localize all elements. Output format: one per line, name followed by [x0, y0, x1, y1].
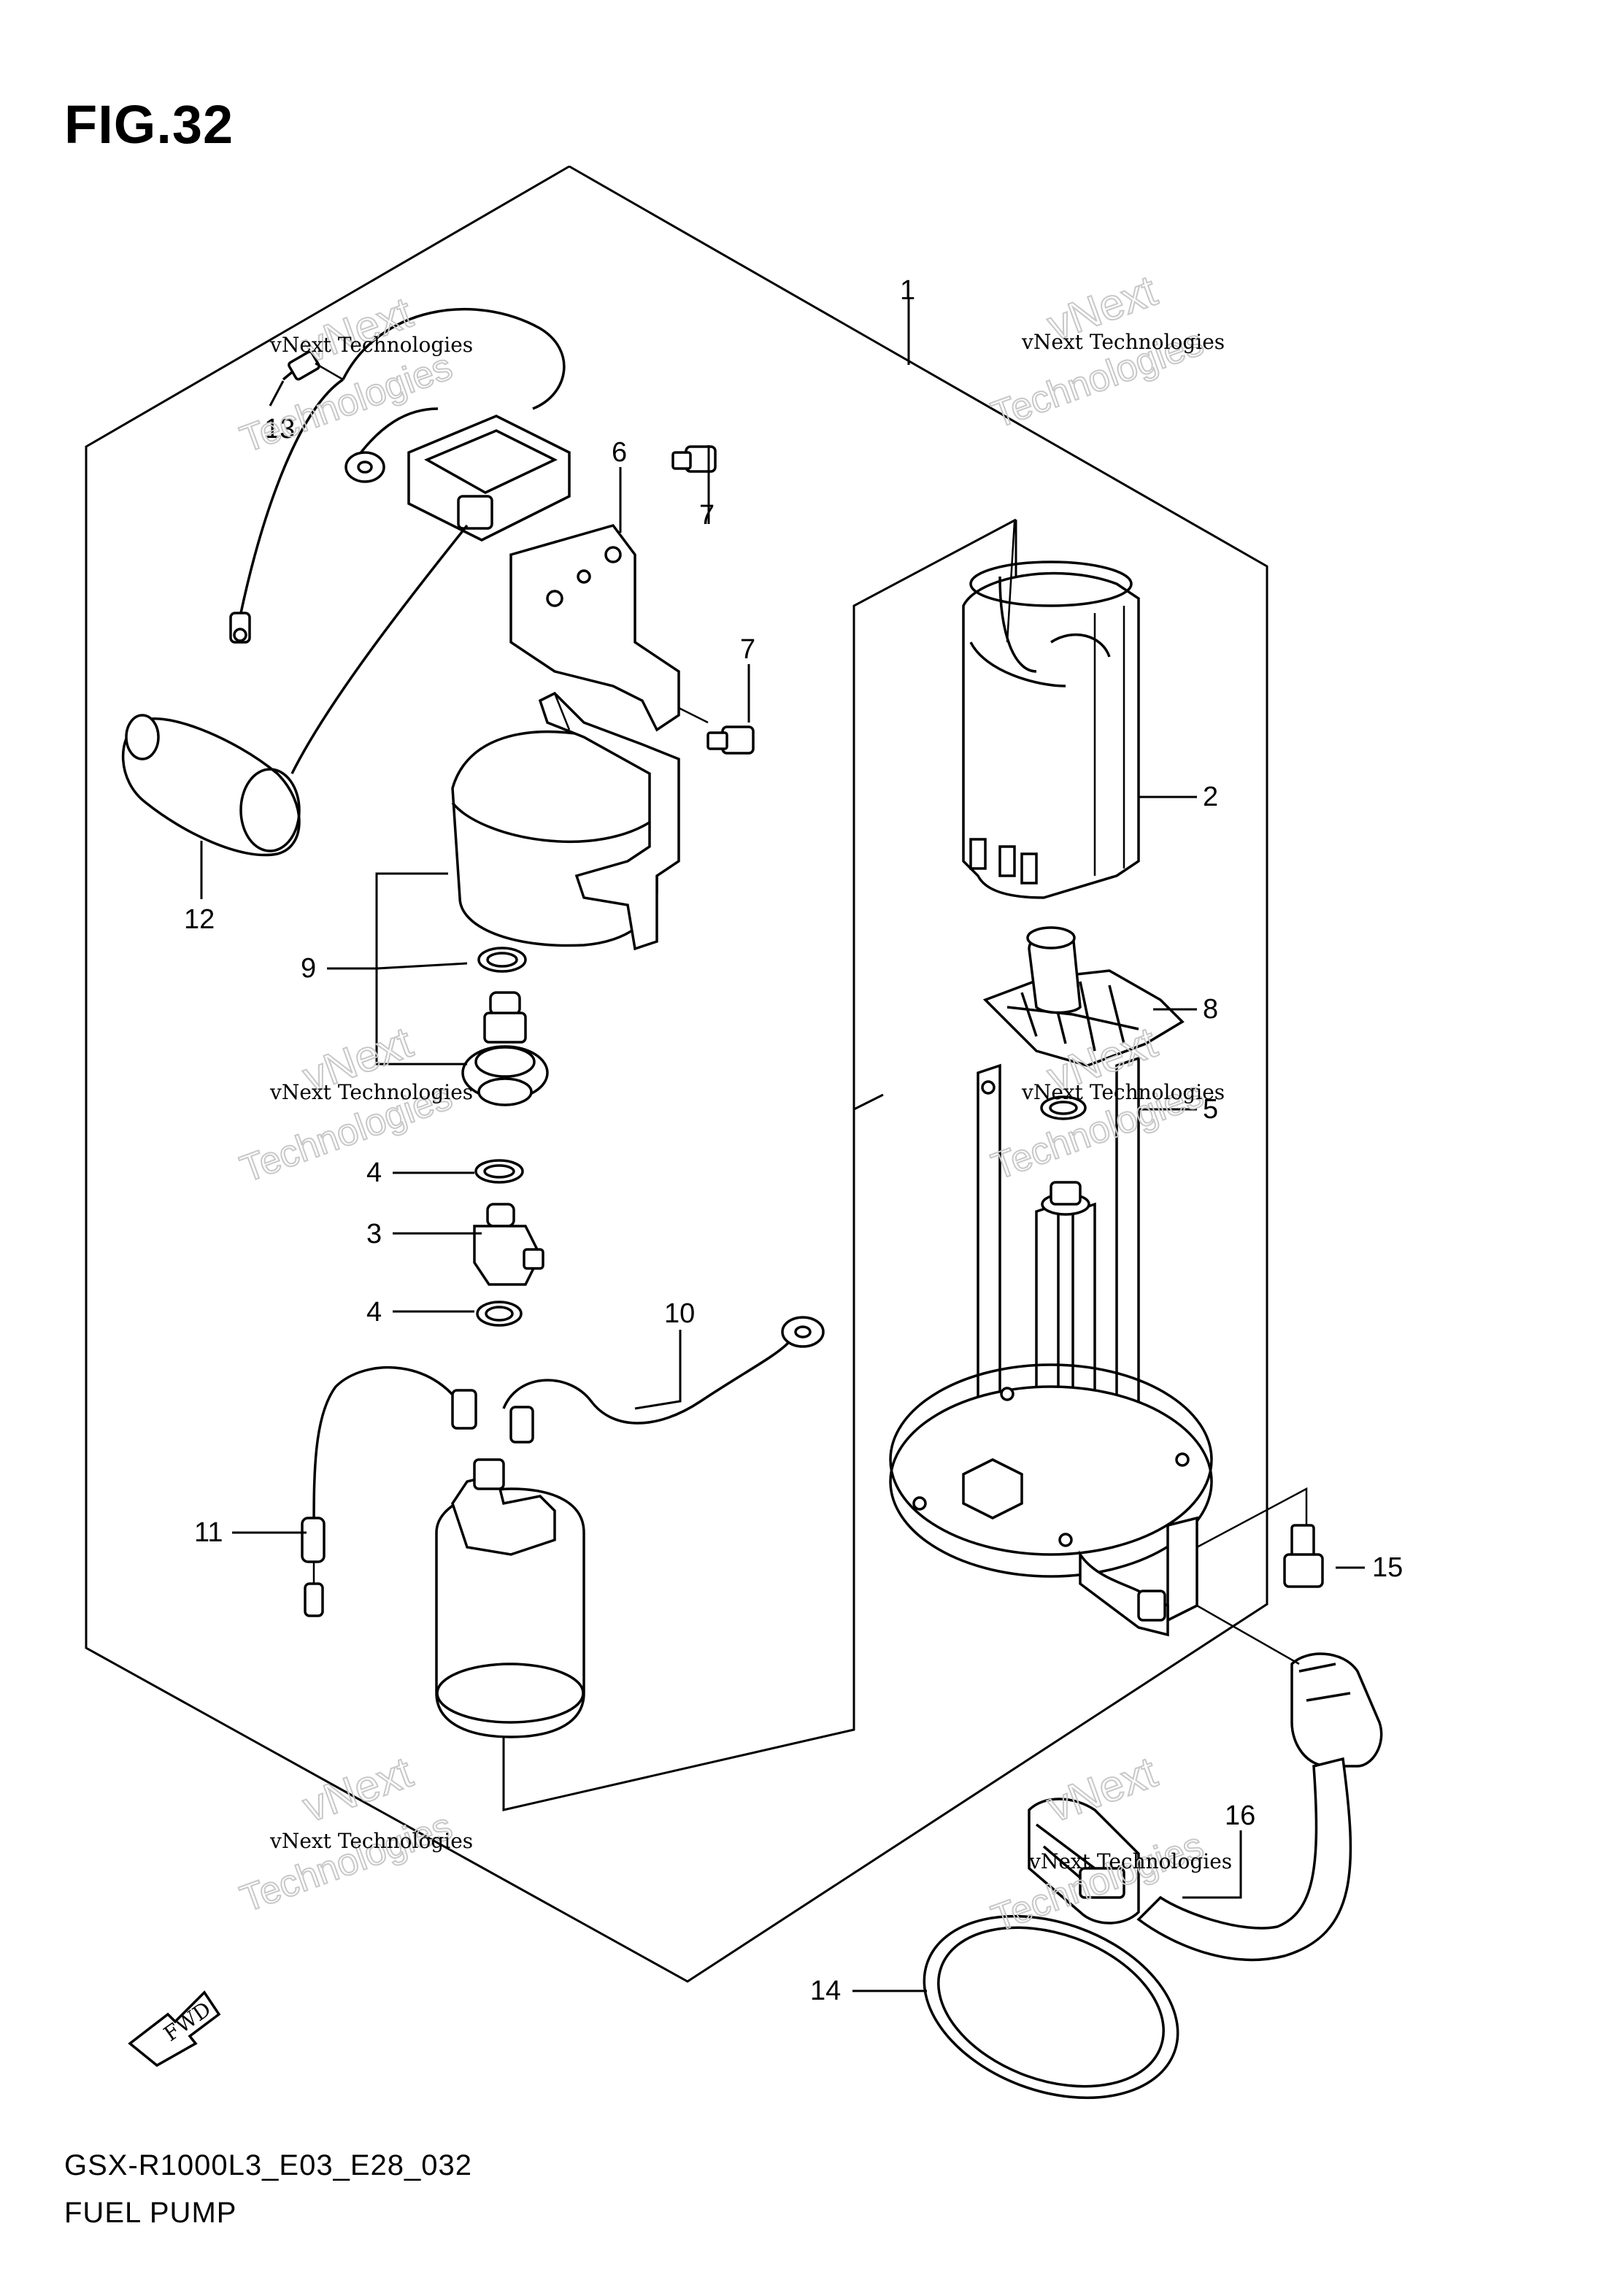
callout-15: 15 [1372, 1552, 1403, 1583]
callout-leaders [200, 299, 1365, 1992]
pump-base-plate [889, 1056, 1213, 1637]
o-ring-5 [1040, 1095, 1087, 1120]
callout-4-lower: 4 [366, 1297, 382, 1328]
svg-text:vNext: vNext [296, 1747, 418, 1832]
fwd-arrow-icon: FWD [128, 1990, 221, 2068]
screw-7-lower [706, 725, 755, 755]
callout-1: 1 [900, 275, 915, 306]
fuel-filter-3 [473, 1203, 544, 1286]
svg-text:Technologies: Technologies [235, 1805, 458, 1920]
svg-text:vNext Technologies: vNext Technologies [1021, 330, 1225, 354]
callout-13: 13 [264, 414, 295, 444]
fuel-hose-16 [1028, 1652, 1383, 1962]
float-12 [121, 714, 301, 857]
svg-text:vNext Technologies: vNext Technologies [269, 333, 473, 357]
o-ring-4-lower [476, 1301, 523, 1327]
filter-screen-8 [982, 926, 1185, 1067]
lead-wire-11 [301, 1366, 477, 1617]
o-ring-14 [923, 1914, 1179, 2100]
bolt-15 [1283, 1503, 1324, 1588]
callout-11: 11 [194, 1517, 223, 1548]
lead-wire-10 [502, 1316, 825, 1444]
fuel-level-sender-6 [229, 307, 680, 774]
watermark-mid-left: vNext Technologies vNext Technologies [234, 1017, 473, 1192]
pressure-regulator-9 [461, 991, 549, 1106]
o-ring-4-upper [474, 1159, 524, 1184]
o-ring-9 [477, 947, 527, 973]
watermark-mid-right: vNext Technologies vNext Technologies [985, 1017, 1225, 1189]
svg-text:vNext Technologies: vNext Technologies [1028, 1849, 1232, 1873]
fuel-pump-motor [435, 1458, 585, 1738]
assembly-outline [85, 165, 1268, 1983]
svg-text:vNext Technologies: vNext Technologies [269, 1829, 473, 1853]
callout-14: 14 [810, 1976, 841, 2006]
callout-3: 3 [366, 1219, 382, 1249]
callout-2: 2 [1203, 782, 1218, 812]
svg-text:vNext Technologies: vNext Technologies [1021, 1080, 1225, 1104]
callout-labels: 1 2 3 4 4 5 6 7 7 8 9 10 11 12 13 14 15 … [184, 275, 1403, 2006]
callout-10: 10 [664, 1298, 695, 1329]
callout-8: 8 [1203, 994, 1218, 1025]
model-code: GSX-R1000L3_E03_E28_032 [64, 2149, 472, 2181]
figure-title: FIG.32 [64, 94, 234, 155]
pressure-regulator-housing-9 [451, 691, 680, 951]
pump-module-outline [502, 518, 1017, 1811]
pump-holder-2 [962, 560, 1140, 899]
callout-5: 5 [1203, 1094, 1218, 1125]
svg-text:vNext Technologies: vNext Technologies [269, 1080, 473, 1104]
callout-16: 16 [1225, 1800, 1255, 1831]
callout-7-lower: 7 [740, 634, 755, 665]
callout-9: 9 [301, 953, 316, 984]
callout-12: 12 [184, 904, 215, 935]
screw-13 [282, 350, 344, 381]
callout-4-upper: 4 [366, 1157, 382, 1188]
watermark-bottom-left: vNext Technologies vNext Technologies [234, 1746, 473, 1922]
svg-text:Technologies: Technologies [235, 345, 458, 461]
figure-name: FUEL PUMP [64, 2197, 237, 2229]
watermark-top-right: vNext Technologies vNext Technologies [985, 265, 1225, 437]
svg-text:vNext: vNext [296, 288, 418, 372]
callout-6: 6 [612, 437, 627, 468]
watermark-top-left: vNext Technologies vNext Technologies [234, 287, 473, 462]
callout-7-upper: 7 [699, 500, 715, 531]
